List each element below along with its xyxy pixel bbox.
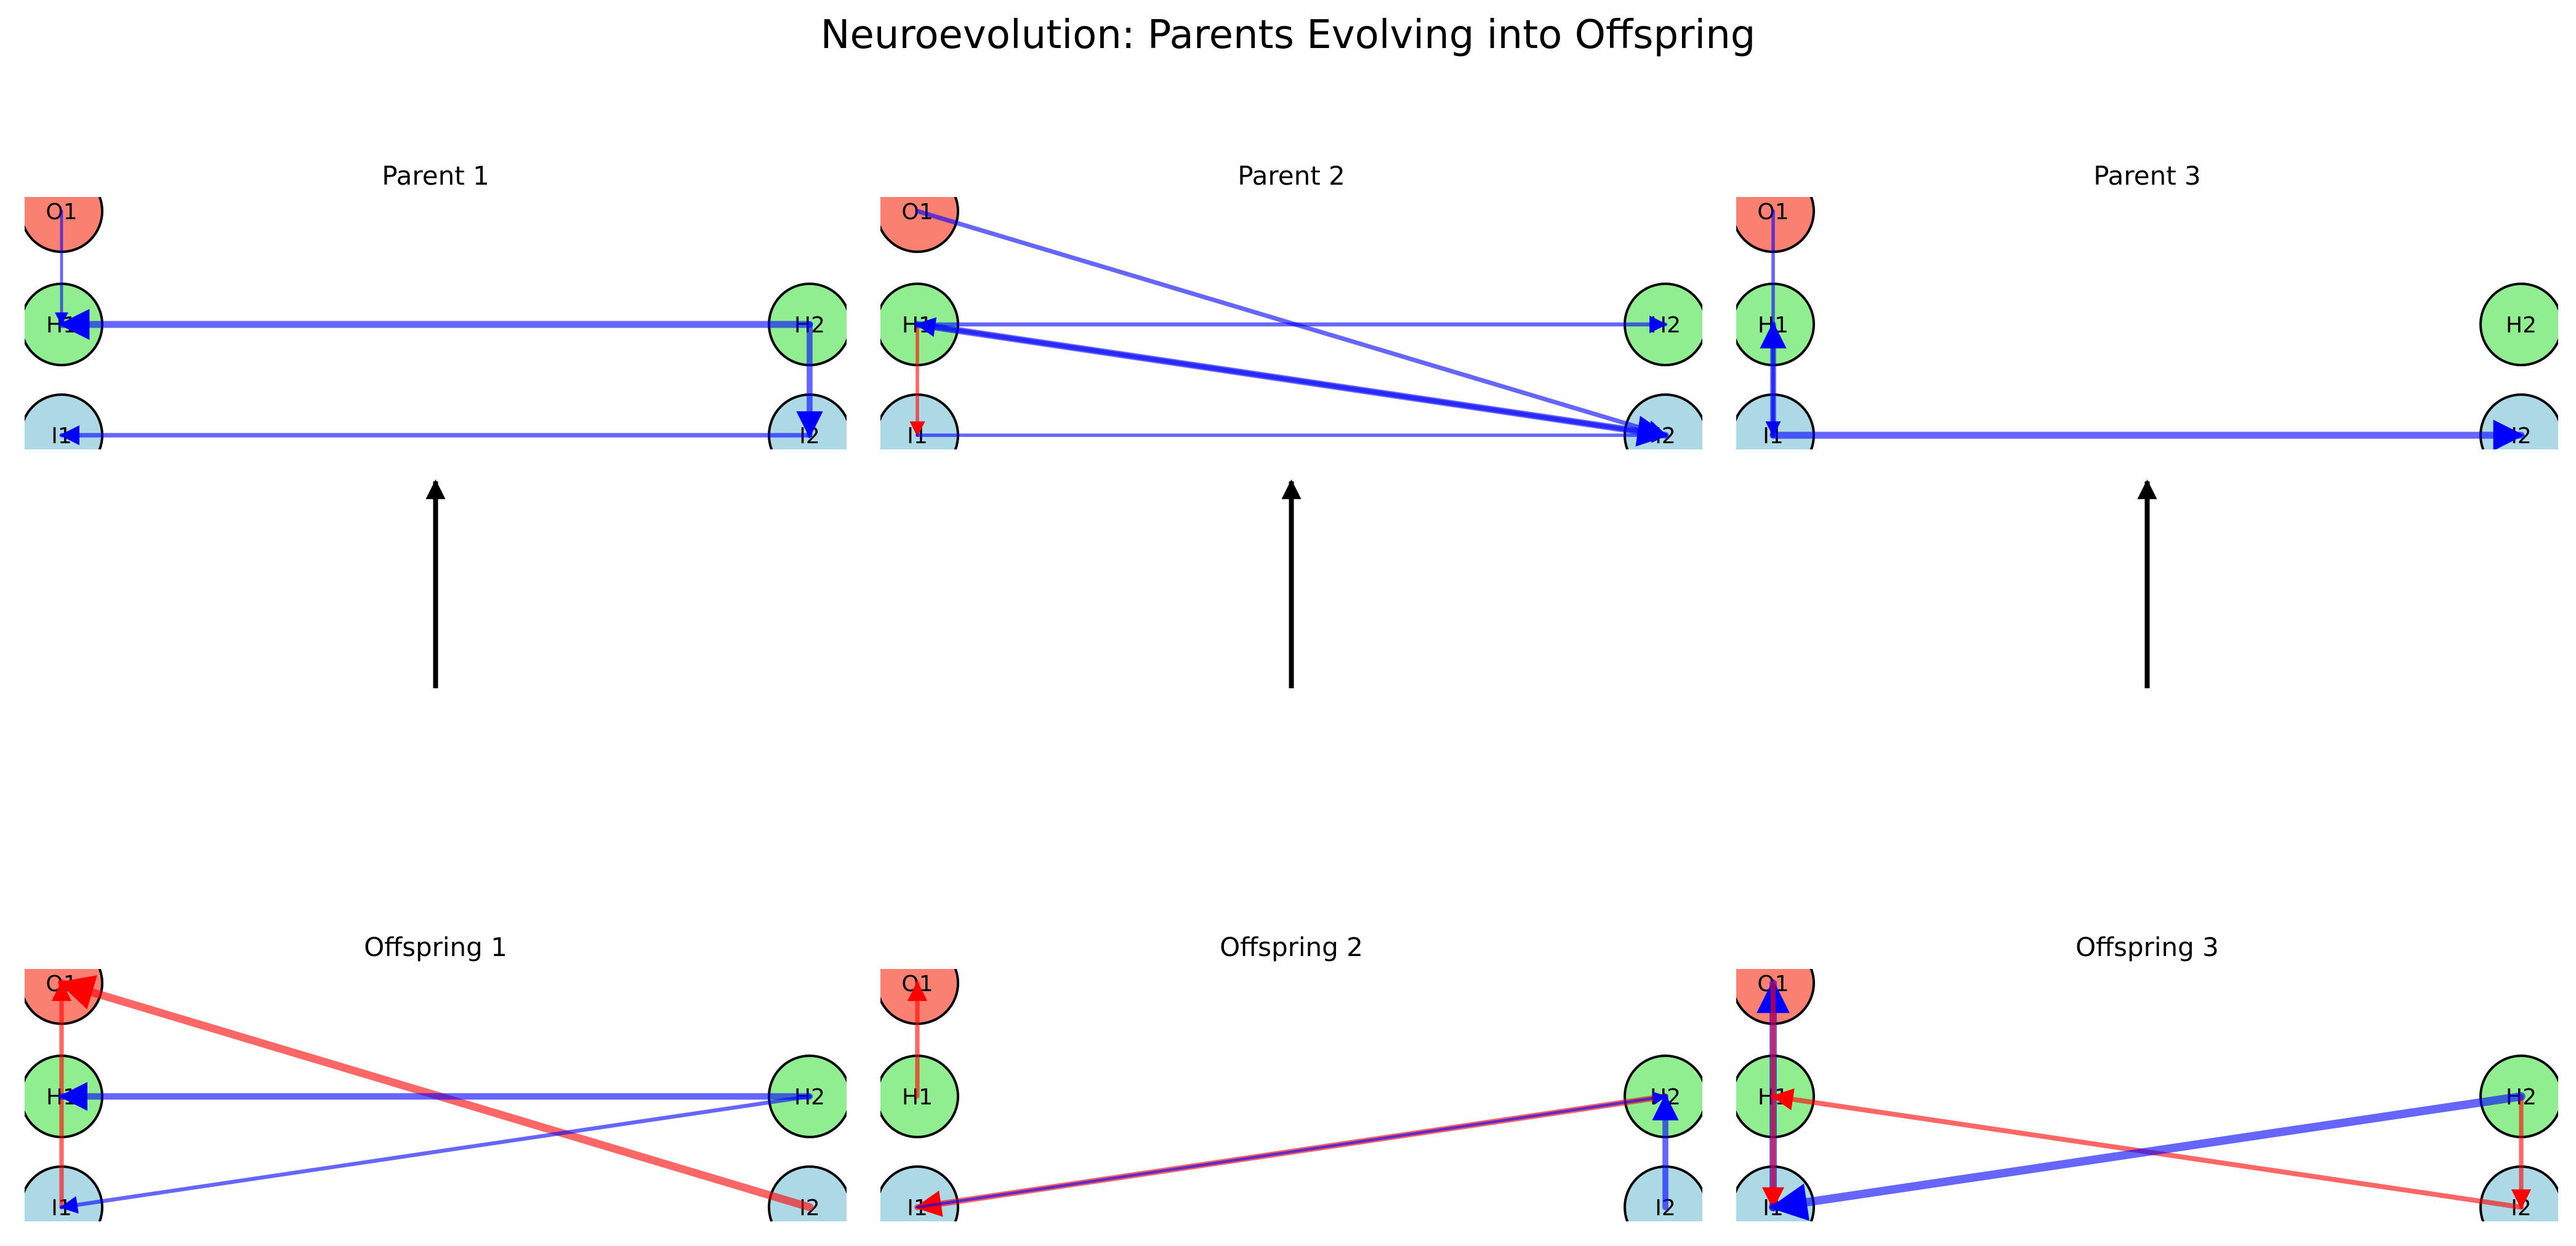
parent-2-panel: Parent 2O1H1H2I1I2	[880, 161, 1702, 449]
node-h2	[2479, 283, 2558, 366]
network-panels: Parent 1O1H1H2I1I2Parent 2O1H1H2I1I2Pare…	[25, 161, 2558, 1221]
figure-title: Neuroevolution: Parents Evolving into Of…	[821, 12, 1756, 58]
edge-i1-to-h2	[916, 1091, 1667, 1209]
panel-title: Parent 3	[2093, 161, 2201, 191]
parent-3-panel: Parent 3O1H1H2I1I2	[1736, 161, 2558, 449]
offspring-3-panel: Offspring 3O1H1H2I1I2	[1736, 932, 2558, 1221]
edge-i2-to-h1	[915, 317, 1668, 438]
parent-1-panel: Parent 1O1H1H2I1I2	[25, 161, 847, 449]
panel-title: Offspring 1	[364, 932, 507, 962]
node-o1	[880, 197, 959, 253]
panel-title: Offspring 2	[1220, 932, 1363, 962]
panel-title: Parent 2	[1238, 161, 1345, 191]
evolution-arrows	[425, 479, 2157, 688]
edge-h2-to-i1	[59, 1094, 812, 1214]
node-label: H2	[2506, 313, 2537, 338]
panel-title: Offspring 3	[2075, 932, 2219, 962]
edge-h2-to-i1	[1769, 1092, 2526, 1221]
offspring-1-panel: Offspring 1O1H1H2I1I2	[25, 932, 847, 1221]
node-i2	[768, 1165, 847, 1221]
offspring-2-panel: Offspring 2O1H1H2I1I2	[880, 932, 1702, 1221]
panel-title: Parent 1	[382, 161, 489, 191]
